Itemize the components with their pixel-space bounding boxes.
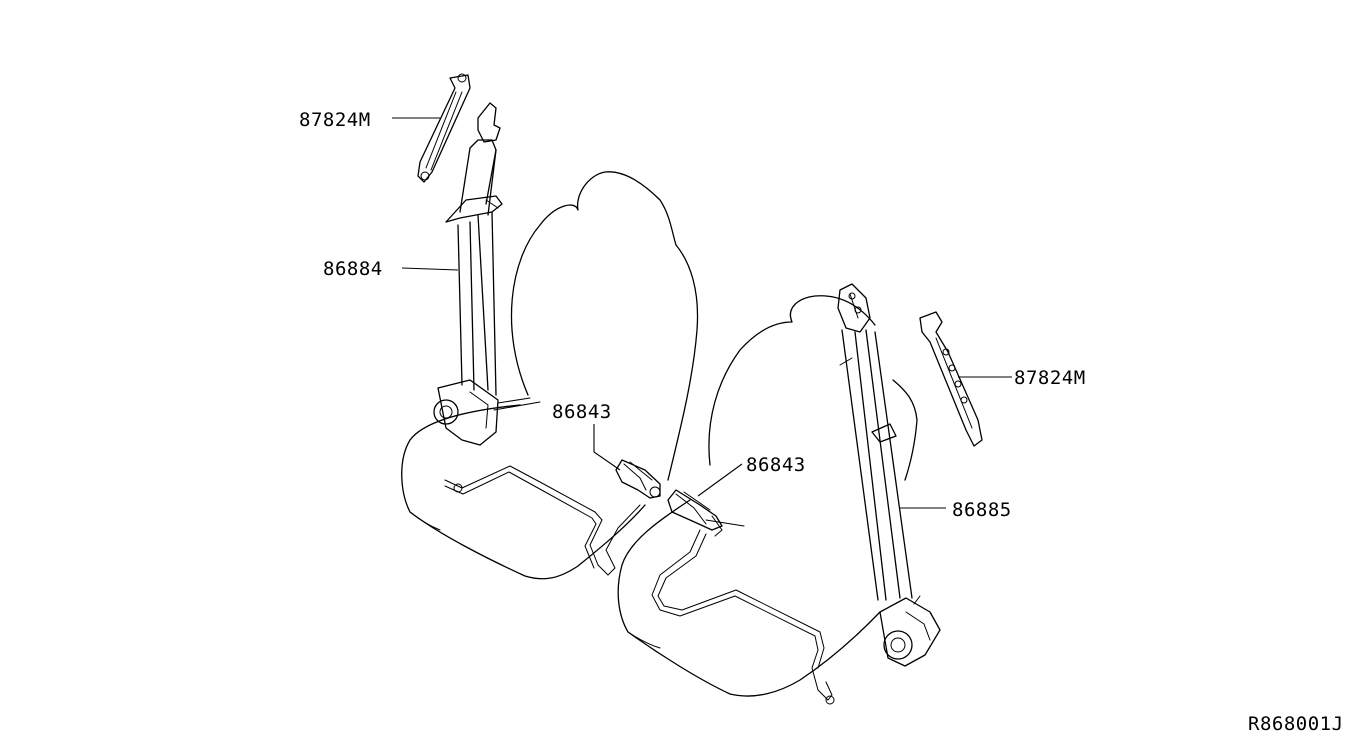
leader-lines	[392, 117, 1012, 509]
part-label-86885[interactable]: 86885	[952, 499, 1012, 521]
part-label-87824M-left[interactable]: 87824M	[299, 109, 371, 131]
left-buckle	[615, 459, 661, 499]
right-buckle	[667, 489, 723, 537]
part-label-87824M-right[interactable]: 87824M	[1014, 367, 1086, 389]
diagram-reference-id: R868001J	[1248, 713, 1344, 735]
part-label-86884[interactable]: 86884	[323, 258, 383, 280]
part-label-86843-right[interactable]: 86843	[746, 454, 806, 476]
part-labels: 87824M 86884 86843 86843 87824M 86885 R8…	[299, 109, 1344, 735]
left-seat	[401, 171, 699, 580]
part-label-86843-left[interactable]: 86843	[552, 401, 612, 423]
right-seat	[617, 295, 918, 705]
right-seat-belt-assembly	[837, 283, 983, 667]
leader-86884	[401, 267, 459, 271]
leader-86843-right	[697, 463, 743, 497]
leader-86843-left	[593, 424, 621, 471]
left-seat-belt-assembly	[417, 73, 541, 446]
